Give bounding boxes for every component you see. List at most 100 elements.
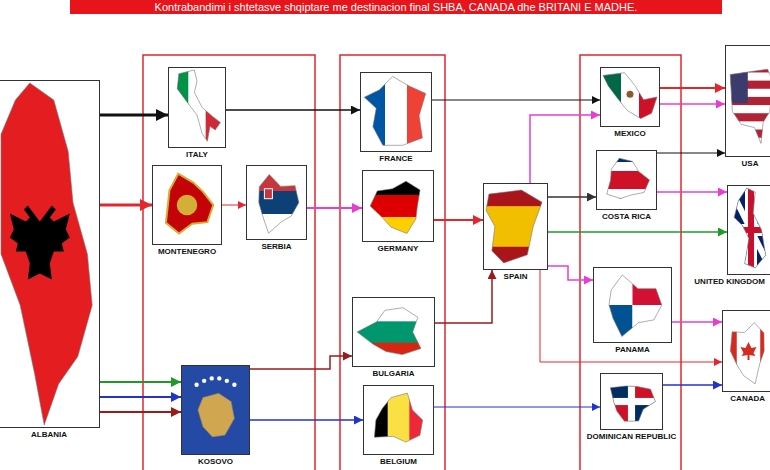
flag-stripes [730,188,770,273]
flag-stripe [603,70,622,124]
flag-stripe [633,305,670,340]
flag-cross [730,188,770,272]
route-arrow [530,115,600,183]
flag-stripes [184,368,247,453]
flag-map [596,150,657,210]
flag-frame [0,80,100,428]
flag-map [727,185,770,275]
route-arrow [548,196,596,198]
flag-map [152,165,222,245]
flag-stripes [355,300,432,365]
flag-stripe [599,162,654,172]
flag-frame [596,150,657,210]
country-label: FRANCE [379,154,412,164]
flag-map [181,365,250,455]
flag-map [600,67,660,127]
coat-of-arms [627,91,634,98]
route-arrow [100,381,181,383]
route-arrow [100,411,181,413]
flag-stripe [603,402,632,428]
country-node: MEXICO [600,67,660,139]
route-arrow [672,321,722,323]
flag-stripes [363,75,430,149]
flag-stripes [249,168,304,238]
flag-stripes [1,83,97,426]
country-label: MONTENEGRO [158,247,216,257]
flag-stripe [599,198,654,208]
flag-map [168,67,226,148]
flag-stripe [171,70,189,145]
map-outline [486,190,542,263]
flag-map [362,170,434,242]
flag-stripe [599,189,654,199]
flag-stripes [486,186,545,268]
flag-stripe [633,270,670,305]
country-node: PANAMA [593,267,672,355]
flag-frame [725,45,770,157]
flag-frame [181,365,250,455]
country-node: USA [725,45,770,169]
flag-stripe [407,75,430,149]
flag-stripe [599,171,654,190]
route-arrow [657,153,725,154]
country-label: BULGARIA [372,369,414,379]
flag-stripe [365,217,431,240]
flag-stripes [596,270,669,340]
flag-cross [730,188,770,272]
flag-frame [600,67,660,127]
flag-stripe [486,247,545,268]
route-arrow [226,109,360,111]
flag-map [0,80,100,428]
flag-stripe [355,300,432,322]
flag-stripe [355,343,432,365]
route-arrow [548,266,593,280]
flag-stripes [599,153,654,208]
country-node: UNITED KINGDOM [727,185,770,287]
flag-star [202,379,206,383]
flag-stripes [366,388,432,452]
flag-stripe [596,270,633,305]
flag-stripe [728,105,770,114]
country-node: SERBIA [246,165,307,252]
country-label: BELGIUM [380,457,417,467]
route-arrow [657,191,727,193]
country-node: BULGARIA [352,297,435,379]
route-arrow [250,419,363,421]
map-outline [374,393,422,442]
flag-map [725,45,770,157]
flag-frame [600,373,663,430]
route-arrow [307,207,362,209]
flag-stripe [155,168,219,243]
flag-stripe [409,388,431,452]
route-arrow [100,114,168,117]
route-arrow [432,100,600,101]
route-arrow [434,407,600,408]
country-node: FRANCE [360,72,432,164]
flag-map [246,165,307,240]
map-outline [730,323,764,384]
flag-ground [181,365,250,455]
flag-frame [352,297,435,367]
flag-stripe [728,138,770,147]
flag-star [210,376,214,380]
flag-map [360,72,432,152]
country-node: KOSOVO [181,365,250,467]
route-arrow [100,204,152,207]
country-node: ALBANIA [0,80,100,440]
flag-cross [748,188,754,272]
map-outline [357,308,421,355]
map-outline [603,73,657,119]
flag-stripe [366,388,388,452]
title-banner: Kontrabandimi i shtetasve shqiptare me d… [70,0,722,14]
flag-stripe [365,173,431,196]
country-node: CANADA [722,310,770,404]
map-outline [370,181,420,233]
map-outline [177,70,220,141]
map-outline [609,275,662,336]
route-arrow [434,219,483,221]
country-label: PANAMA [615,345,650,355]
route-arrow [222,205,246,206]
flag-stripe [603,376,632,402]
route-arrow [250,356,352,369]
flag-stripe [728,56,770,65]
